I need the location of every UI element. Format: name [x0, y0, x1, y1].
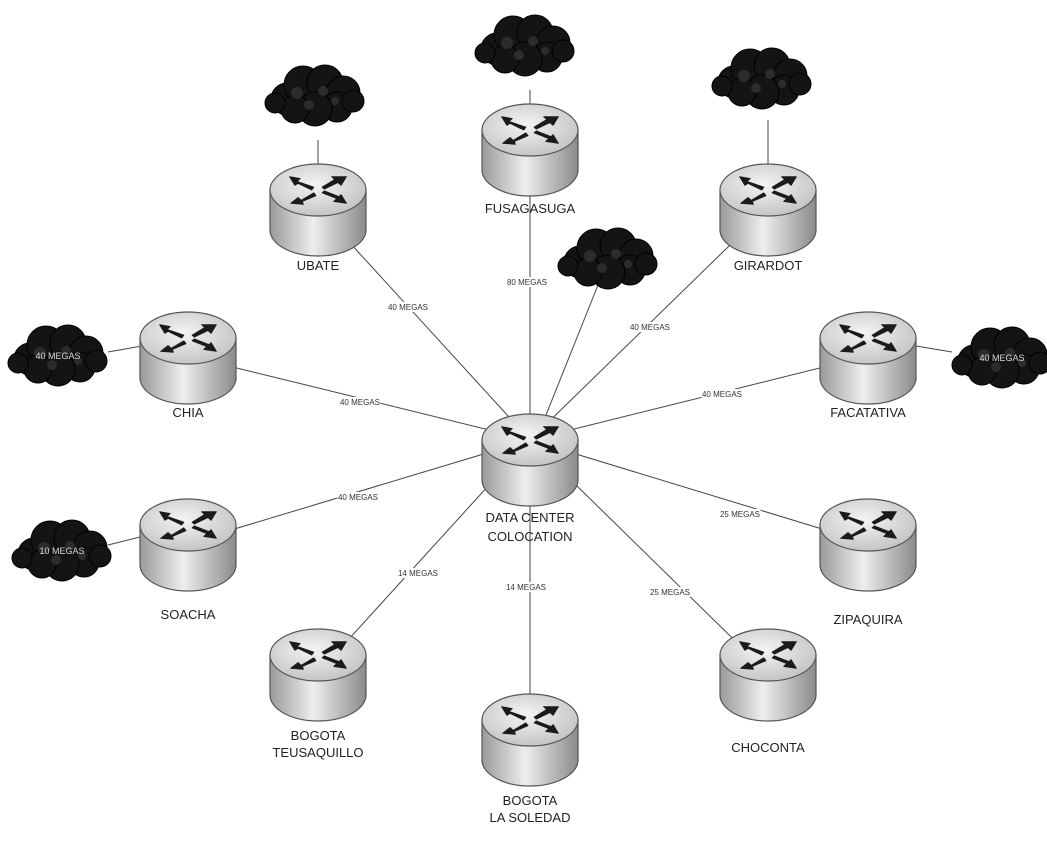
cloud-fusagasuga — [474, 14, 575, 77]
router-label-teusaquillo: BOGOTA — [291, 728, 346, 743]
link-label-bg — [339, 397, 381, 407]
router-label-girardot: GIRARDOT — [734, 258, 803, 273]
cloud-facatativa: 40 MEGAS — [951, 326, 1047, 389]
link-label-bg — [337, 492, 379, 502]
cloud-chia: 40 MEGAS — [7, 324, 108, 387]
router-soledad[interactable] — [481, 693, 579, 787]
cloud-soacha: 10 MEGAS — [11, 519, 112, 582]
cloud-ubate — [264, 64, 365, 127]
link-label-bg — [397, 568, 439, 578]
routers-layer — [139, 103, 917, 787]
router-fusagasuga[interactable] — [481, 103, 579, 197]
link-label-chia: 40 MEGAS — [340, 398, 380, 407]
link-label-bg — [629, 322, 671, 332]
router-label-zipaquira: ZIPAQUIRA — [833, 612, 902, 627]
center-label-line2: COLOCATION — [488, 529, 573, 544]
link-facatativa — [529, 355, 869, 441]
router-sublabel-teusaquillo: TEUSAQUILLO — [272, 745, 363, 760]
link-label-choconta: 25 MEGAS — [650, 588, 690, 597]
router-label-chia: CHIA — [172, 405, 203, 420]
link-zipaquira — [529, 439, 869, 544]
link-label-soledad: 14 MEGAS — [506, 583, 546, 592]
router-label-soacha: SOACHA — [161, 607, 216, 622]
router-facatativa[interactable] — [819, 311, 917, 405]
cloud-center — [557, 227, 658, 290]
center-label-line1: DATA CENTER — [485, 510, 574, 525]
router-label-soledad: BOGOTA — [503, 793, 558, 808]
link-label-bg — [505, 582, 547, 592]
link-center-cloud — [539, 284, 599, 431]
router-label-choconta: CHOCONTA — [731, 740, 805, 755]
link-label-soacha: 40 MEGAS — [338, 493, 378, 502]
router-teusaquillo[interactable] — [269, 628, 367, 722]
cloud-chia-label: 40 MEGAS — [35, 351, 80, 361]
link-label-bg — [387, 302, 429, 312]
router-soacha[interactable] — [139, 498, 237, 592]
router-label-ubate: UBATE — [297, 258, 340, 273]
link-label-ubate: 40 MEGAS — [388, 303, 428, 312]
link-soacha — [187, 439, 531, 544]
router-chia[interactable] — [139, 311, 237, 405]
link-label-bg — [701, 389, 743, 399]
router-ubate[interactable] — [269, 163, 367, 257]
link-label-bg — [506, 277, 548, 287]
cloud-soacha-label: 10 MEGAS — [39, 546, 84, 556]
cloud-facatativa-label: 40 MEGAS — [979, 353, 1024, 363]
router-zipaquira[interactable] — [819, 498, 917, 592]
link-label-facatativa: 40 MEGAS — [702, 390, 742, 399]
router-choconta[interactable] — [719, 628, 817, 722]
link-label-bg — [649, 587, 691, 597]
link-label-zipaquira: 25 MEGAS — [720, 510, 760, 519]
link-label-teusaquillo: 14 MEGAS — [398, 569, 438, 578]
link-label-girardot: 40 MEGAS — [630, 323, 670, 332]
router-label-facatativa: FACATATIVA — [830, 405, 906, 420]
labels-layer: UBATE 40 MEGAS FUSAGASUGA 80 MEGAS GIRARDOT 4… — [161, 201, 907, 825]
router-data-center[interactable] — [481, 413, 579, 507]
router-sublabel-soledad: LA SOLEDAD — [490, 810, 571, 825]
clouds-layer: 40 MEGAS 40 MEGAS 10 MEGAS — [7, 14, 1047, 582]
cloud-girardot — [711, 47, 812, 110]
link-label-fusagasuga: 80 MEGAS — [507, 278, 547, 287]
link-label-bg — [719, 509, 761, 519]
router-girardot[interactable] — [719, 163, 817, 257]
router-label-fusagasuga: FUSAGASUGA — [485, 201, 576, 216]
